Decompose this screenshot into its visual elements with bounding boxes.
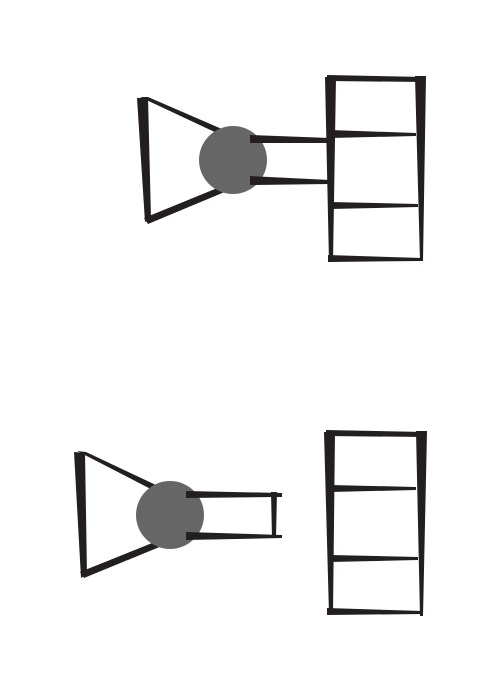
bottom-hub [136,481,204,549]
top-ladder-rung-2 [330,130,416,138]
top-ladder-rung-3 [330,202,418,209]
bottom-ladder-left-rail [324,432,335,614]
top-cone-upper-edge [140,97,238,142]
bottom-ladder-rung-2 [330,485,416,492]
bottom-ladder-right-rail [416,431,427,616]
top-ladder-rung-4 [328,255,422,262]
top-cone-left-edge [137,98,151,222]
bottom-cone-lower-edge [80,535,174,578]
bottom-ladder-rung-1 [326,430,425,437]
top-ladder-left-rail [325,77,336,262]
bottom-upper-arm [186,491,282,498]
top-panel [137,75,426,262]
top-ladder-rung-1 [327,75,424,82]
bottom-arm-end-bar [271,492,277,538]
bottom-ladder-rung-3 [330,555,418,562]
bottom-cone-left-edge [74,452,87,578]
top-ladder-right-rail [415,76,426,261]
top-cone-lower-edge [144,180,239,224]
bottom-ladder [324,430,427,616]
top-ladder [325,75,426,262]
top-cone [137,97,239,224]
top-lower-arm [250,176,330,185]
bottom-lower-arm [186,532,282,540]
bottom-ladder-rung-4 [327,608,423,615]
top-upper-arm [250,135,330,143]
bottom-panel [74,430,427,616]
